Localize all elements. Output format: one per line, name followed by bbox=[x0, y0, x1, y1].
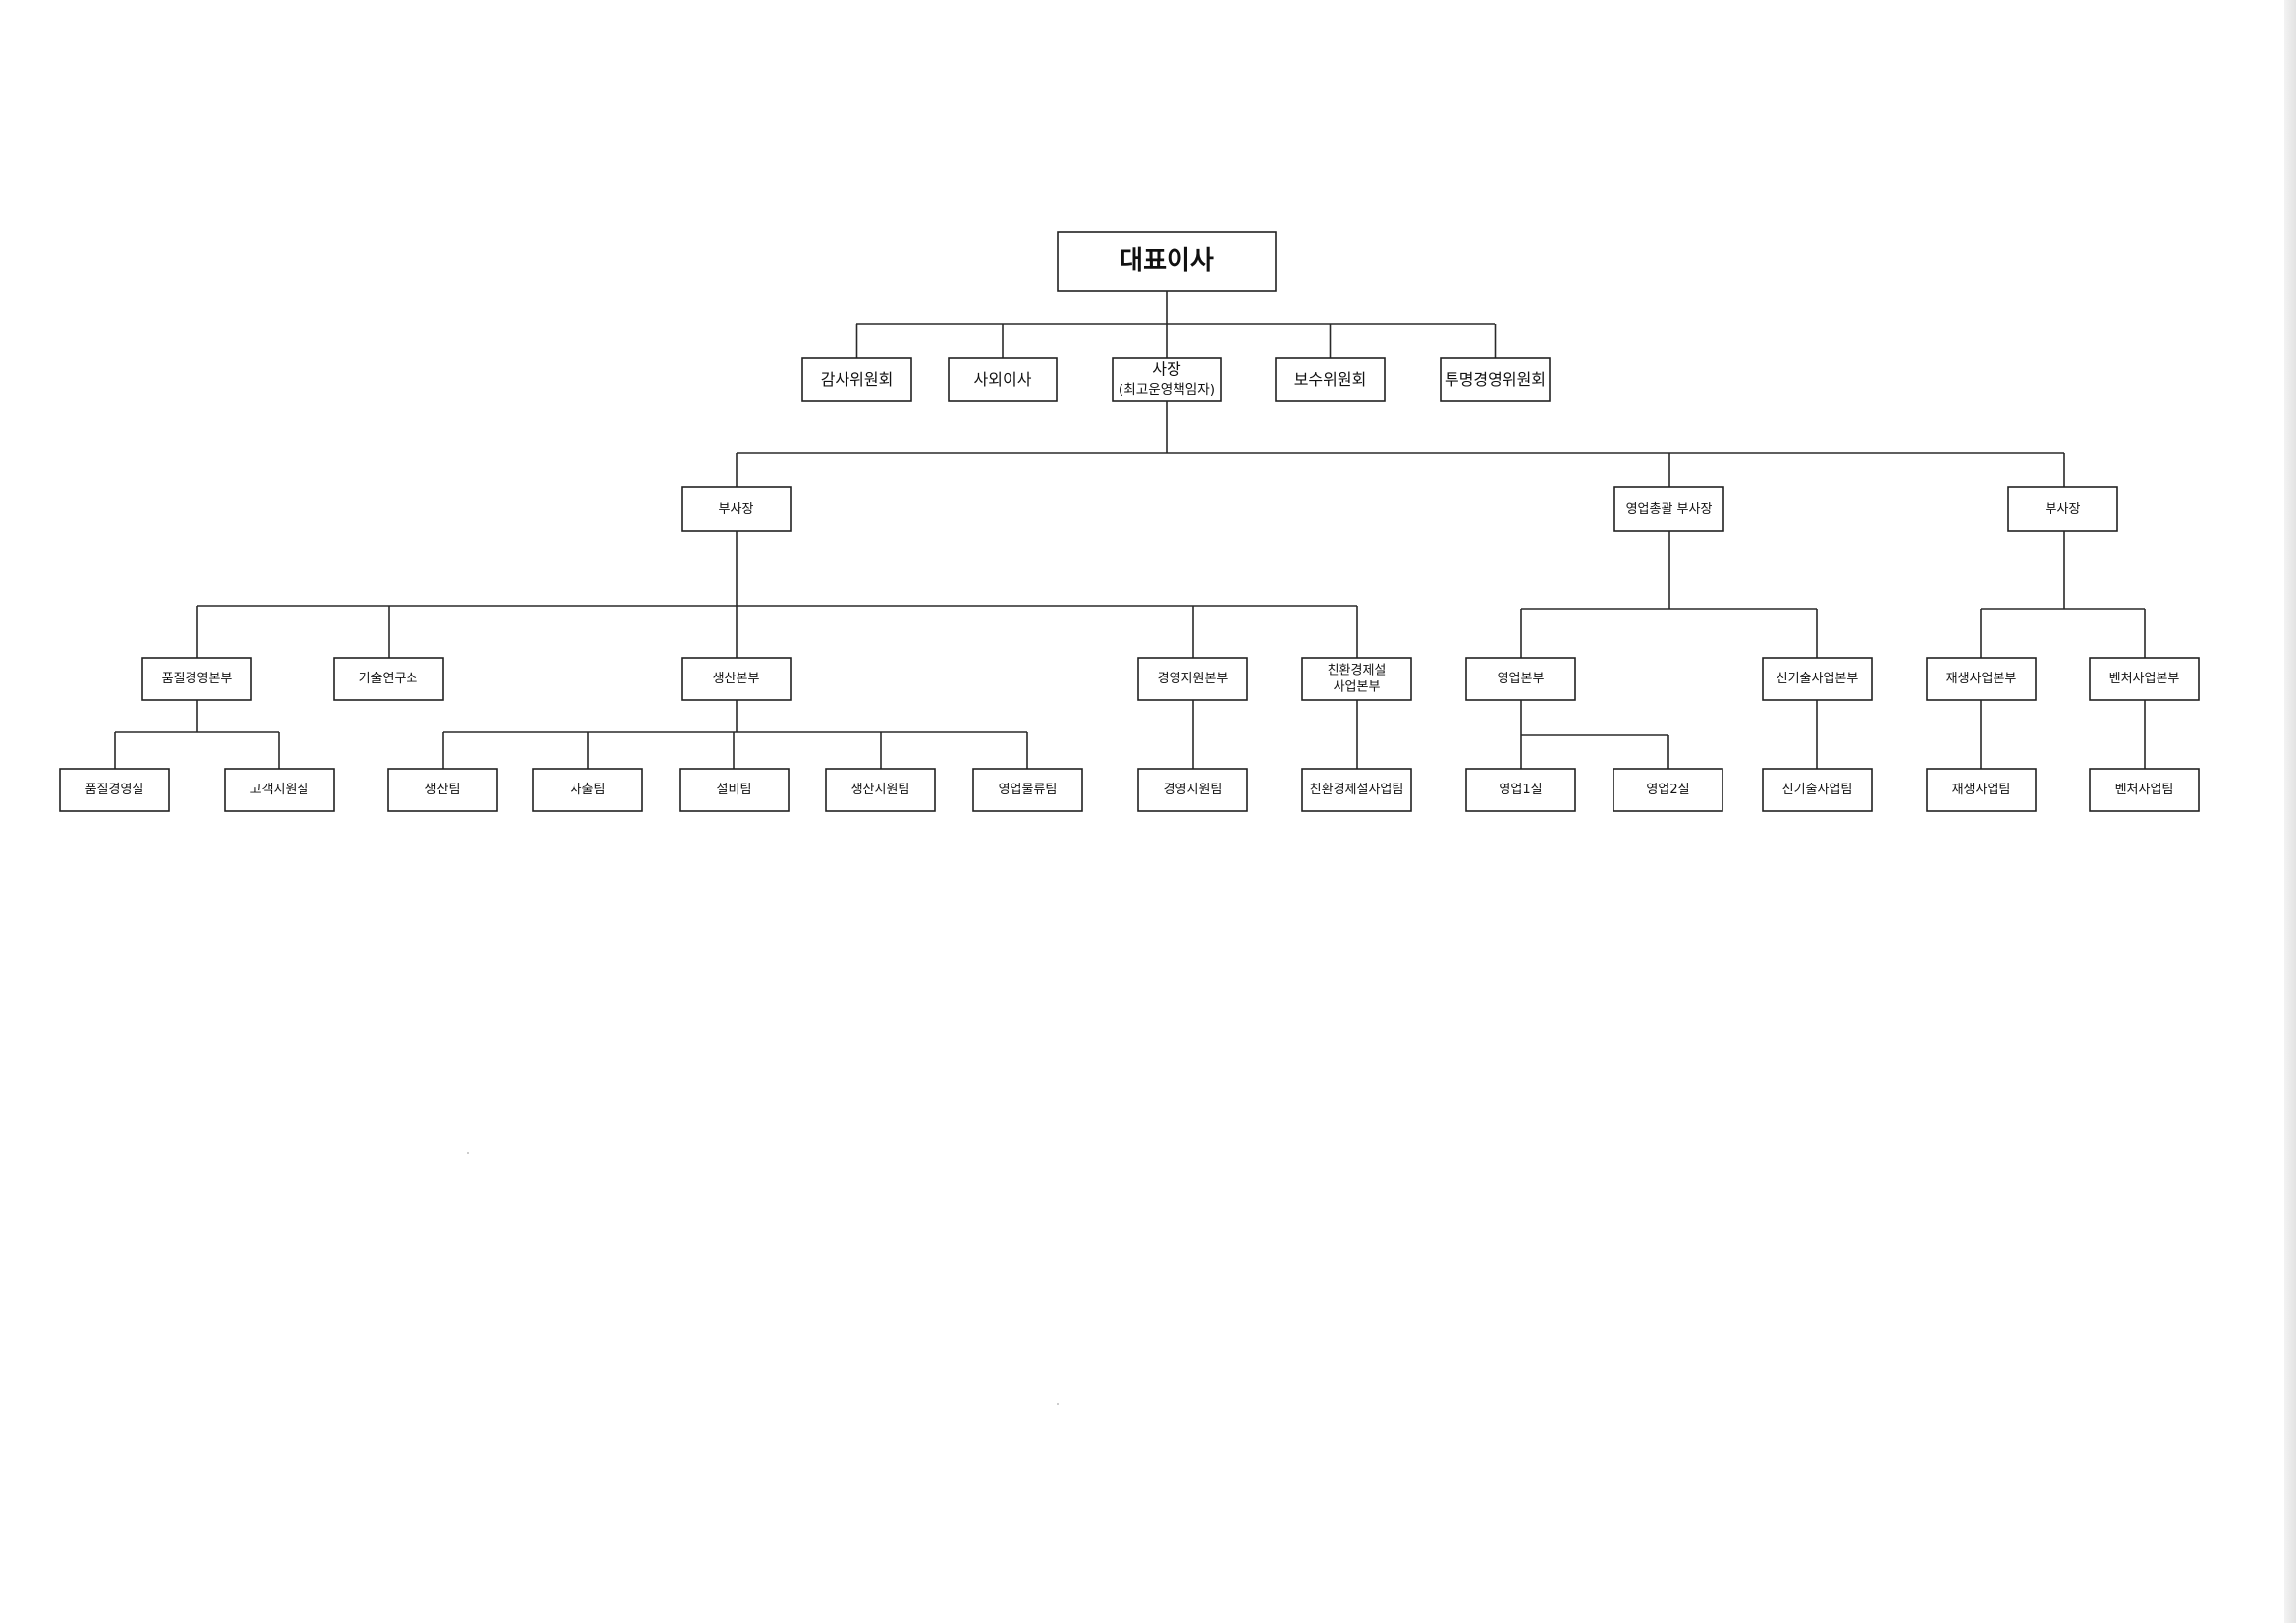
vp-sales-label: 영업총괄 부사장 bbox=[1626, 502, 1713, 516]
sales-div-label: 영업본부 bbox=[1498, 672, 1545, 686]
recycle-div-label: 재생사업본부 bbox=[1946, 672, 2017, 686]
customer-office-frame bbox=[224, 768, 335, 812]
vp-sales-frame bbox=[1613, 486, 1724, 532]
prod-support-team-box: 생산지원팀 bbox=[825, 768, 936, 812]
audit-label: 감사위원회 bbox=[821, 370, 894, 389]
mgmt-support-team-frame bbox=[1137, 768, 1248, 812]
scan-speck bbox=[467, 1152, 469, 1154]
ceo-frame bbox=[1057, 231, 1277, 292]
sales-logistics-team-box: 영업물류팀 bbox=[972, 768, 1083, 812]
vp-3-frame bbox=[2007, 486, 2118, 532]
quality-div-label: 품질경영본부 bbox=[162, 672, 233, 686]
venture-div-label: 벤처사업본부 bbox=[2109, 672, 2180, 686]
injection-team-label: 사출팀 bbox=[571, 783, 606, 797]
eco-team-label: 친환경제설사업팀 bbox=[1310, 783, 1404, 797]
outside-director-label: 사외이사 bbox=[974, 370, 1032, 389]
eco-team-box: 친환경제설사업팀 bbox=[1301, 768, 1412, 812]
production-team-box: 생산팀 bbox=[387, 768, 498, 812]
transparency-box: 투명경영위원회 bbox=[1440, 357, 1551, 402]
newtech-div-box: 신기술사업본부 bbox=[1762, 657, 1873, 701]
prod-support-team-frame bbox=[825, 768, 936, 812]
compensation-label: 보수위원회 bbox=[1294, 370, 1367, 389]
sales2-box: 영업2실 bbox=[1613, 768, 1723, 812]
president-frame bbox=[1112, 357, 1222, 402]
venture-team-label: 벤처사업팀 bbox=[2115, 783, 2174, 797]
sales-logistics-team-frame bbox=[972, 768, 1083, 812]
quality-div-box: 품질경영본부 bbox=[141, 657, 252, 701]
newtech-team-box: 신기술사업팀 bbox=[1762, 768, 1873, 812]
customer-office-box: 고객지원실 bbox=[224, 768, 335, 812]
production-div-label: 생산본부 bbox=[713, 672, 760, 686]
mgmt-support-div-label: 경영지원본부 bbox=[1158, 672, 1229, 686]
scan-speck bbox=[1057, 1403, 1059, 1405]
ceo-box: 대표이사 bbox=[1057, 231, 1277, 292]
newtech-team-label: 신기술사업팀 bbox=[1782, 783, 1853, 797]
president-sublabel: (최고운영책임자) bbox=[1119, 382, 1215, 398]
vp-1-frame bbox=[681, 486, 792, 532]
compensation-frame bbox=[1275, 357, 1386, 402]
injection-team-box: 사출팀 bbox=[532, 768, 643, 812]
production-div-box: 생산본부 bbox=[681, 657, 792, 701]
mgmt-support-div-frame bbox=[1137, 657, 1248, 701]
venture-team-box: 벤처사업팀 bbox=[2089, 768, 2200, 812]
tech-lab-label: 기술연구소 bbox=[359, 672, 418, 686]
customer-office-label: 고객지원실 bbox=[250, 783, 309, 797]
transparency-label: 투명경영위원회 bbox=[1445, 370, 1546, 389]
ceo-label: 대표이사 bbox=[1120, 246, 1214, 276]
quality-office-frame bbox=[59, 768, 170, 812]
vp-3-box: 부사장 bbox=[2007, 486, 2118, 532]
facility-team-frame bbox=[679, 768, 790, 812]
mgmt-support-team-label: 경영지원팀 bbox=[1164, 783, 1223, 797]
recycle-team-label: 재생사업팀 bbox=[1952, 783, 2011, 797]
mgmt-support-div-box: 경영지원본부 bbox=[1137, 657, 1248, 701]
venture-team-frame bbox=[2089, 768, 2200, 812]
venture-div-frame bbox=[2089, 657, 2200, 701]
outside-director-box: 사외이사 bbox=[948, 357, 1058, 402]
quality-office-label: 품질경영실 bbox=[85, 783, 144, 797]
production-div-frame bbox=[681, 657, 792, 701]
tech-lab-frame bbox=[333, 657, 444, 701]
recycle-team-frame bbox=[1926, 768, 2037, 812]
sales2-label: 영업2실 bbox=[1646, 783, 1689, 797]
prod-support-team-label: 생산지원팀 bbox=[851, 783, 910, 797]
production-team-label: 생산팀 bbox=[425, 783, 461, 797]
transparency-frame bbox=[1440, 357, 1551, 402]
sales1-box: 영업1실 bbox=[1465, 768, 1576, 812]
mgmt-support-team-box: 경영지원팀 bbox=[1137, 768, 1248, 812]
sales2-frame bbox=[1613, 768, 1723, 812]
facility-team-box: 설비팀 bbox=[679, 768, 790, 812]
sales-div-box: 영업본부 bbox=[1465, 657, 1576, 701]
president-box: 사장 (최고운영책임자) bbox=[1112, 357, 1222, 402]
newtech-team-frame bbox=[1762, 768, 1873, 812]
vp-3-label: 부사장 bbox=[2046, 502, 2081, 516]
newtech-div-label: 신기술사업본부 bbox=[1777, 672, 1859, 686]
tech-lab-box: 기술연구소 bbox=[333, 657, 444, 701]
recycle-team-box: 재생사업팀 bbox=[1926, 768, 2037, 812]
venture-div-box: 벤처사업본부 bbox=[2089, 657, 2200, 701]
audit-frame bbox=[801, 357, 912, 402]
eco-team-frame bbox=[1301, 768, 1412, 812]
audit-box: 감사위원회 bbox=[801, 357, 912, 402]
quality-office-box: 품질경영실 bbox=[59, 768, 170, 812]
vp-1-box: 부사장 bbox=[681, 486, 792, 532]
recycle-div-box: 재생사업본부 bbox=[1926, 657, 2037, 701]
sales-logistics-team-label: 영업물류팀 bbox=[999, 783, 1058, 797]
outside-director-frame bbox=[948, 357, 1058, 402]
sales1-label: 영업1실 bbox=[1499, 783, 1542, 797]
president-label: 사장 bbox=[1152, 360, 1181, 379]
compensation-box: 보수위원회 bbox=[1275, 357, 1386, 402]
vp-1-label: 부사장 bbox=[719, 502, 754, 516]
eco-div-label: 친환경제설 bbox=[1328, 664, 1387, 678]
production-team-frame bbox=[387, 768, 498, 812]
facility-team-label: 설비팀 bbox=[717, 783, 752, 797]
injection-team-frame bbox=[532, 768, 643, 812]
scan-edge-shadow bbox=[2284, 0, 2296, 1623]
sales1-frame bbox=[1465, 768, 1576, 812]
eco-div-label: 사업본부 bbox=[1334, 679, 1381, 694]
vp-sales-box: 영업총괄 부사장 bbox=[1613, 486, 1724, 532]
